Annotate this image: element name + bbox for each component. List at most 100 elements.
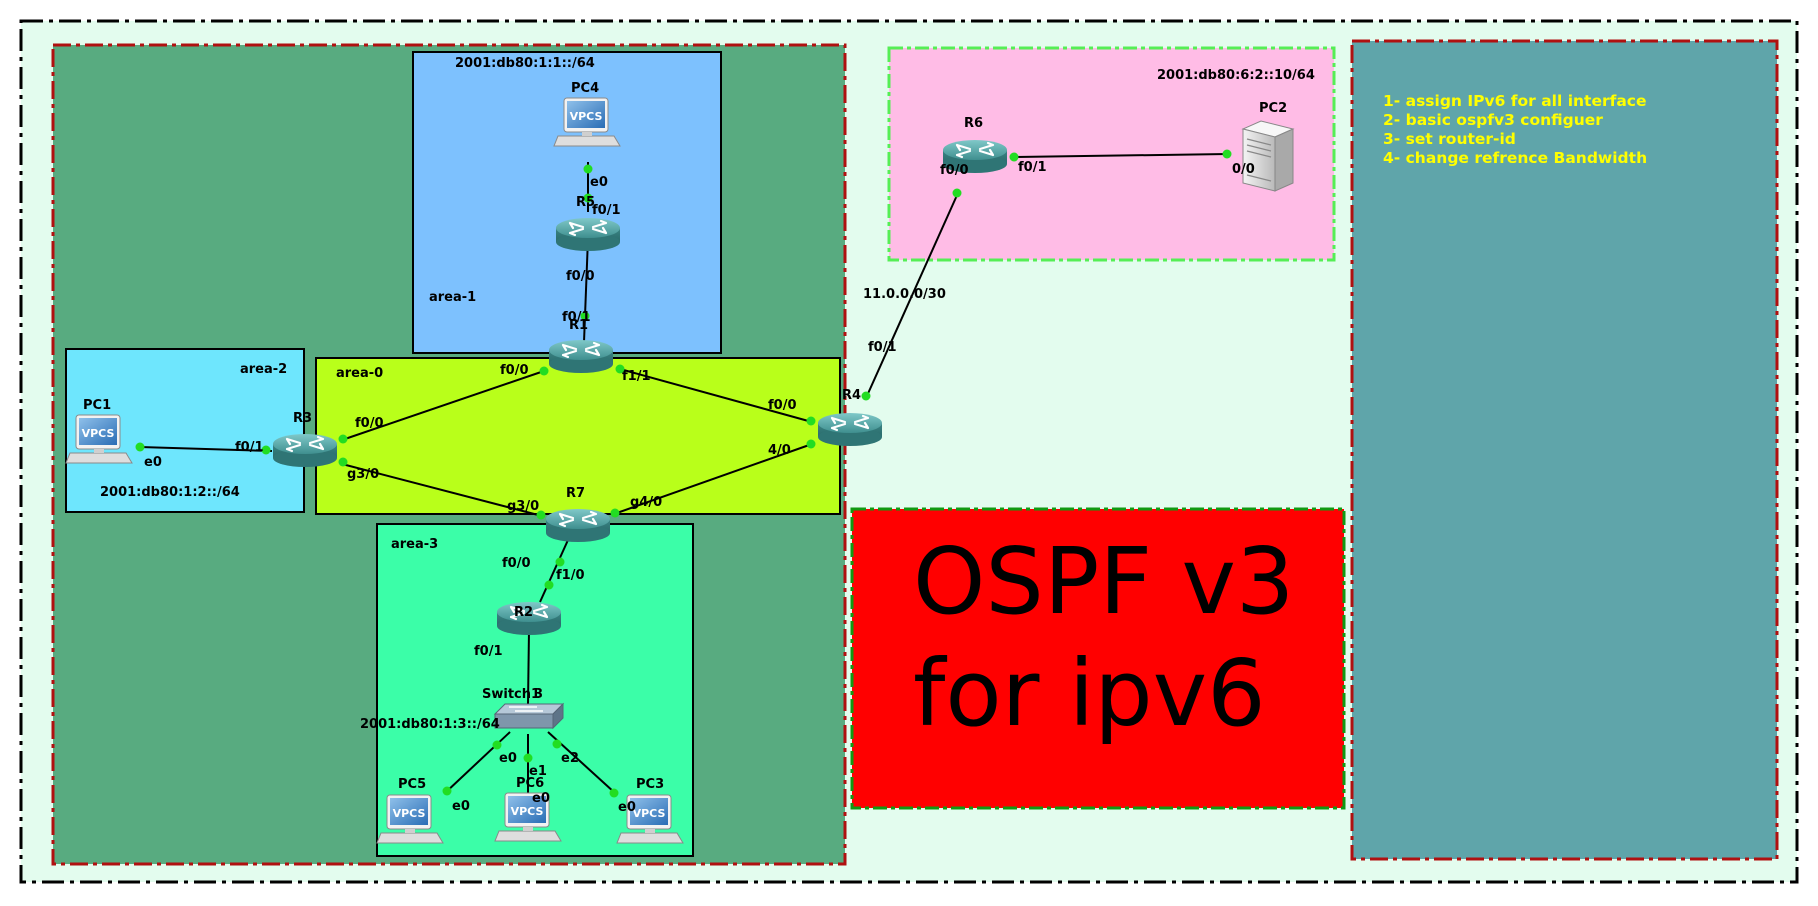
dot-r7-g40 <box>610 508 620 518</box>
port-pc6-e0: e0 <box>532 791 550 806</box>
port-r7-g40: g4/0 <box>630 495 662 510</box>
note-3: 3- set router-id <box>1383 130 1516 148</box>
link-r6-pc2 <box>1013 153 1229 158</box>
port-r1-f00: f0/0 <box>500 363 529 378</box>
link-r1-r4 <box>619 368 813 423</box>
note-2: 2- basic ospfv3 configuer <box>1383 111 1603 129</box>
pc5-vpcs-label: VPCS <box>393 807 426 820</box>
subnet-area3: 2001:db80:1:3::/64 <box>360 717 500 732</box>
dot-sw-e2 <box>552 739 562 749</box>
subnet-area1: 2001:db80:1:1::/64 <box>455 56 595 71</box>
link-dots <box>135 149 1232 798</box>
port-pc4-e0: e0 <box>590 175 608 190</box>
pc4-vpcs-label: VPCS <box>570 110 603 123</box>
link-r5-r1 <box>583 237 589 343</box>
pc5-icon[interactable]: VPCS <box>376 794 444 844</box>
dot-r3-g30 <box>338 457 348 467</box>
dot-r4-f00 <box>806 416 816 426</box>
dot-pc4-e0 <box>583 164 593 174</box>
pc2-server-icon[interactable] <box>1241 120 1295 192</box>
r3-label: R3 <box>293 411 312 426</box>
title-box <box>850 507 1346 810</box>
dot-r5-f01 <box>583 193 593 203</box>
dot-pc1-e0 <box>135 442 145 452</box>
pc1-label: PC1 <box>83 398 111 413</box>
port-r2-f01: f0/1 <box>474 644 503 659</box>
dot-r6-f01 <box>1009 152 1019 162</box>
pc6-icon[interactable]: VPCS <box>494 792 562 842</box>
r1-label: R1 <box>569 318 588 333</box>
note-4: 4- change refrence Bandwidth <box>1383 149 1647 167</box>
r4-label: R4 <box>842 388 861 403</box>
port-pc1-e0: e0 <box>144 455 162 470</box>
pc6-label: PC6 <box>516 776 544 791</box>
router-r7-icon[interactable] <box>544 507 612 544</box>
router-r5-icon[interactable] <box>554 216 622 253</box>
pc3-icon[interactable]: VPCS <box>616 794 684 844</box>
dot-r3-f00 <box>338 434 348 444</box>
dot-r1-f11 <box>615 364 625 374</box>
dot-r7-f00 <box>555 557 565 567</box>
pc1-icon[interactable]: VPCS <box>65 414 133 464</box>
link-r3-r7 <box>341 463 543 517</box>
switch1-label: Switch1 <box>482 687 540 702</box>
link-r2-switch <box>527 629 530 705</box>
area-0-label: area-0 <box>336 366 383 381</box>
port-r6-f00: f0/0 <box>940 163 969 178</box>
pc6-vpcs-label: VPCS <box>511 805 544 818</box>
dot-r1-f00 <box>539 366 549 376</box>
pc1-vpcs-label: VPCS <box>82 427 115 440</box>
dot-r2-f10 <box>544 580 554 590</box>
router-r3-icon[interactable] <box>271 432 339 469</box>
port-r1-f11: f1/1 <box>622 369 651 384</box>
port-sw-e1: e1 <box>529 764 547 779</box>
title-line-1: OSPF v3 <box>913 528 1294 635</box>
r6-label: R6 <box>964 116 983 131</box>
port-pc5-e0: e0 <box>452 799 470 814</box>
area-3-label: area-3 <box>391 537 438 552</box>
pc4-label: PC4 <box>571 81 599 96</box>
port-r1-f01: f0/1 <box>562 310 591 325</box>
port-r5-f01: f0/1 <box>592 203 621 218</box>
port-sw-e2: e2 <box>561 751 579 766</box>
dot-r4-f01 <box>861 391 871 401</box>
port-r4-f01: f0/1 <box>868 340 897 355</box>
subnet-area2: 2001:db80:1:2::/64 <box>100 485 240 500</box>
port-r2-f10: f1/0 <box>556 568 585 583</box>
link-r4-r7 <box>613 443 813 515</box>
dot-sw-e1 <box>523 753 533 763</box>
pc5-label: PC5 <box>398 777 426 792</box>
router-r4-icon[interactable] <box>816 411 884 448</box>
pc4-icon[interactable]: VPCS <box>553 97 621 147</box>
port-r4-f00: f0/0 <box>768 398 797 413</box>
port-r6-f01: f0/1 <box>1018 160 1047 175</box>
dot-pc3-e0 <box>609 788 619 798</box>
subnet-r4-r6: 11.0.0.0/30 <box>863 287 946 302</box>
link-r1-r3 <box>341 370 545 441</box>
port-r7-g30: g3/0 <box>507 499 539 514</box>
dot-r1-f01 <box>580 311 590 321</box>
link-r4-r6 <box>865 192 959 399</box>
title-line-2: for ipv6 <box>913 640 1266 747</box>
subnet-r6-lan: 2001:db80:6:2::10/64 <box>1157 68 1315 83</box>
notes-panel <box>1350 39 1779 861</box>
switch-icon[interactable] <box>493 702 565 730</box>
note-1: 1- assign IPv6 for all interface <box>1383 92 1647 110</box>
router-r1-icon[interactable] <box>547 338 615 375</box>
dot-r6-f00 <box>952 188 962 198</box>
pc2-label: PC2 <box>1259 101 1287 116</box>
dot-r3-f01 <box>261 445 271 455</box>
link-r7-r2 <box>539 539 569 603</box>
dot-pc2-00 <box>1222 149 1232 159</box>
port-sw-e0: e0 <box>499 751 517 766</box>
port-r5-f00: f0/0 <box>566 269 595 284</box>
dot-r4-40 <box>806 439 816 449</box>
port-pc2-00: 0/0 <box>1232 162 1255 177</box>
pc3-label: PC3 <box>636 777 664 792</box>
switch-tag-label: 3 <box>534 687 543 702</box>
port-r3-f01: f0/1 <box>235 440 264 455</box>
r5-label: R5 <box>576 195 595 210</box>
port-r3-f00: f0/0 <box>355 416 384 431</box>
port-r7-f00: f0/0 <box>502 556 531 571</box>
